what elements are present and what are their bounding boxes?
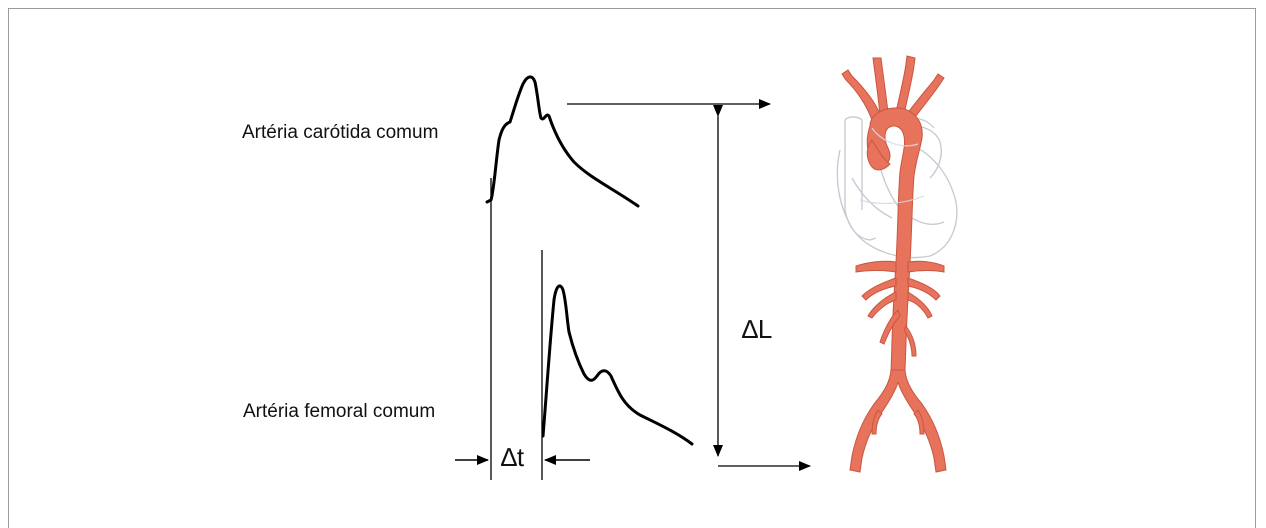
delta-l-label: ∆L [742,314,772,344]
aorta-illustration [842,56,946,472]
femoral-waveform [543,286,692,444]
delta-t-label: ∆t [501,442,525,472]
carotid-label: Artéria carótida comum [242,122,438,143]
femoral-label: Artéria femoral comum [243,401,435,422]
carotid-waveform [487,77,638,206]
